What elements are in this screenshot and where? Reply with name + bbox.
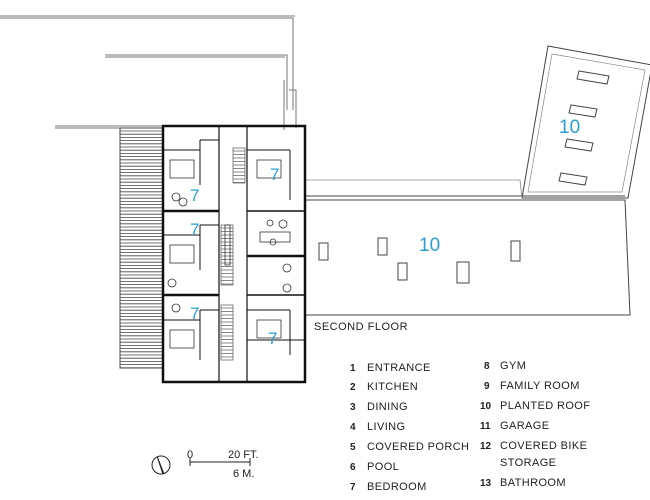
planted-roof-label-east: 10 (559, 117, 580, 138)
north-arrow-icon (151, 455, 171, 475)
skylight (568, 104, 598, 118)
planted-roof-east (521, 45, 650, 199)
planted-roof-label-center: 10 (419, 235, 440, 256)
site-lines (0, 15, 297, 130)
legend-label: GARAGE (500, 420, 549, 432)
legend-num: 11 (480, 421, 491, 432)
skylight (318, 242, 329, 261)
skylight (397, 262, 408, 281)
skylight (456, 261, 470, 284)
legend-num: 9 (484, 381, 490, 392)
legend-num: 10 (480, 401, 492, 412)
furniture (167, 159, 292, 349)
legend-label: POOL (367, 461, 399, 473)
legend-num: 1 (350, 363, 356, 374)
hatched-ramp (119, 127, 164, 369)
legend-label: LIVING (367, 421, 405, 433)
legend-right: 8 GYM 9 FAMILY ROOM 10 PLANTED ROOF 11 G… (480, 360, 590, 489)
skylight (377, 237, 388, 256)
legend-label: FAMILY ROOM (500, 380, 580, 392)
skylight (576, 70, 610, 85)
legend-num: 3 (350, 402, 356, 413)
legend-num: 7 (350, 482, 356, 493)
planted-roof-center (304, 179, 631, 316)
legend-num: 12 (480, 441, 492, 452)
scale-meters: 6 M. (233, 468, 254, 480)
legend-label: DINING (367, 401, 408, 413)
legend-num: 6 (350, 462, 356, 473)
skylight (558, 172, 588, 186)
skylight (564, 138, 594, 152)
building-outline (161, 124, 307, 384)
corridor-stairs (220, 147, 246, 361)
scale-zero: 0 (187, 449, 193, 461)
legend-num: 13 (480, 478, 492, 489)
legend-label: COVERED BIKE (500, 440, 587, 452)
legend-label-continued: STORAGE (500, 457, 556, 469)
legend-label: PLANTED ROOF (500, 400, 590, 412)
legend-left: 1 ENTRANCE 2 KITCHEN 3 DINING 4 LIVING 5… (350, 362, 469, 493)
legend-label: BATHROOM (500, 477, 566, 489)
legend-num: 8 (484, 361, 490, 372)
scale-feet: 20 FT. (228, 449, 259, 461)
bedroom-label-w: 7 (190, 220, 199, 239)
skylight (510, 240, 521, 262)
bedroom-label-se: 7 (268, 329, 277, 348)
bedroom-label-nw: 7 (190, 186, 199, 205)
legend-num: 4 (350, 422, 356, 433)
floor-title: SECOND FLOOR (314, 321, 408, 333)
legend-num: 2 (350, 382, 356, 393)
legend-label: ENTRANCE (367, 362, 431, 374)
legend-label: COVERED PORCH (367, 441, 469, 453)
bedroom-label-sw: 7 (190, 304, 199, 323)
legend-num: 5 (350, 442, 356, 453)
legend-label: GYM (500, 360, 526, 372)
bedroom-label-ne: 7 (270, 165, 279, 184)
legend-label: BEDROOM (367, 481, 427, 493)
legend-label: KITCHEN (367, 381, 418, 393)
scale-bar: 0 20 FT. 6 M. (187, 449, 259, 480)
